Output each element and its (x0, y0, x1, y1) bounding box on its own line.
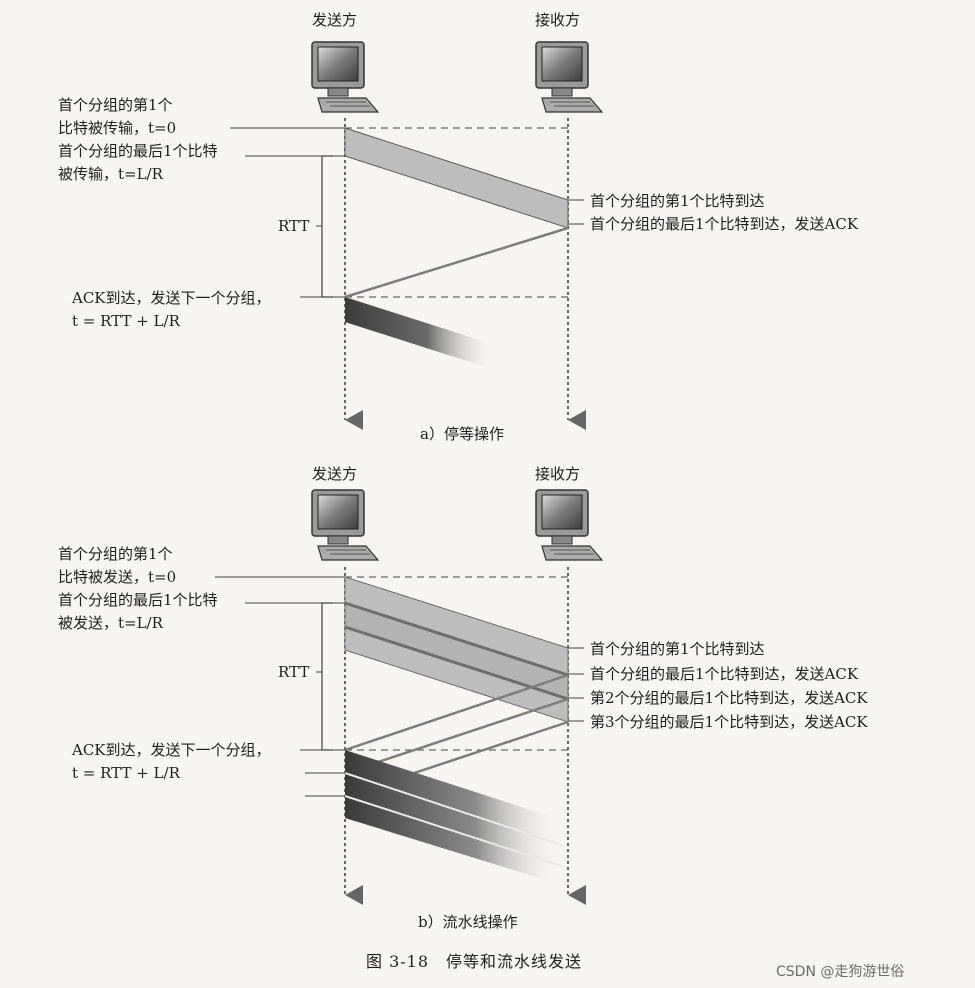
rtt-label: RTT (278, 660, 309, 684)
right-note-2: 首个分组的最后1个比特到达，发送ACK (590, 212, 858, 236)
last-bit-note-line2: 被传输，t=L/R (58, 162, 163, 186)
sender-label: 发送方 (312, 8, 357, 32)
right-note-3: 第2个分组的最后1个比特到达，发送ACK (590, 686, 868, 710)
rtt-bracket (322, 156, 333, 297)
watermark: CSDN @走狗游世俗 (776, 960, 904, 984)
rtt-label: RTT (278, 214, 309, 238)
packet-band (345, 128, 568, 228)
sender-computer-icon (312, 490, 378, 560)
ack-arrival-note-line2: t = RTT + L/R (72, 309, 180, 333)
first-bit-note-line2: 比特被发送，t=0 (58, 565, 176, 589)
first-bit-note-line1: 首个分组的第1个 (58, 93, 173, 117)
receiver-computer-icon (536, 42, 602, 112)
caption-b: b）流水线操作 (418, 910, 518, 934)
last-bit-note-line1: 首个分组的最后1个比特 (58, 139, 218, 163)
ack-arrival-note-line1: ACK到达，发送下一个分组， (72, 738, 271, 762)
first-bit-note-line2: 比特被传输，t=0 (58, 116, 176, 140)
figure-caption: 图 3-18 停等和流水线发送 (366, 950, 582, 974)
right-note-2: 首个分组的最后1个比特到达，发送ACK (590, 662, 858, 686)
right-note-1: 首个分组的第1个比特到达 (590, 189, 765, 213)
ack-arrival-note-line1: ACK到达，发送下一个分组， (72, 286, 271, 310)
rtt-bracket (322, 603, 333, 750)
ack-arrival-note-line2: t = RTT + L/R (72, 761, 180, 785)
last-bit-note-line2: 被发送，t=L/R (58, 611, 163, 635)
next-packet-band (345, 297, 495, 370)
receiver-label: 接收方 (535, 8, 580, 32)
receiver-label: 接收方 (535, 462, 580, 486)
sender-computer-icon (312, 42, 378, 112)
right-note-4: 第3个分组的最后1个比特到达，发送ACK (590, 710, 868, 734)
first-bit-note-line1: 首个分组的第1个 (58, 542, 173, 566)
ack-line (345, 228, 568, 297)
last-bit-note-line1: 首个分组的最后1个比特 (58, 588, 218, 612)
right-note-1: 首个分组的第1个比特到达 (590, 637, 765, 661)
caption-a: a）停等操作 (420, 422, 504, 446)
receiver-computer-icon (536, 490, 602, 560)
sender-label: 发送方 (312, 462, 357, 486)
